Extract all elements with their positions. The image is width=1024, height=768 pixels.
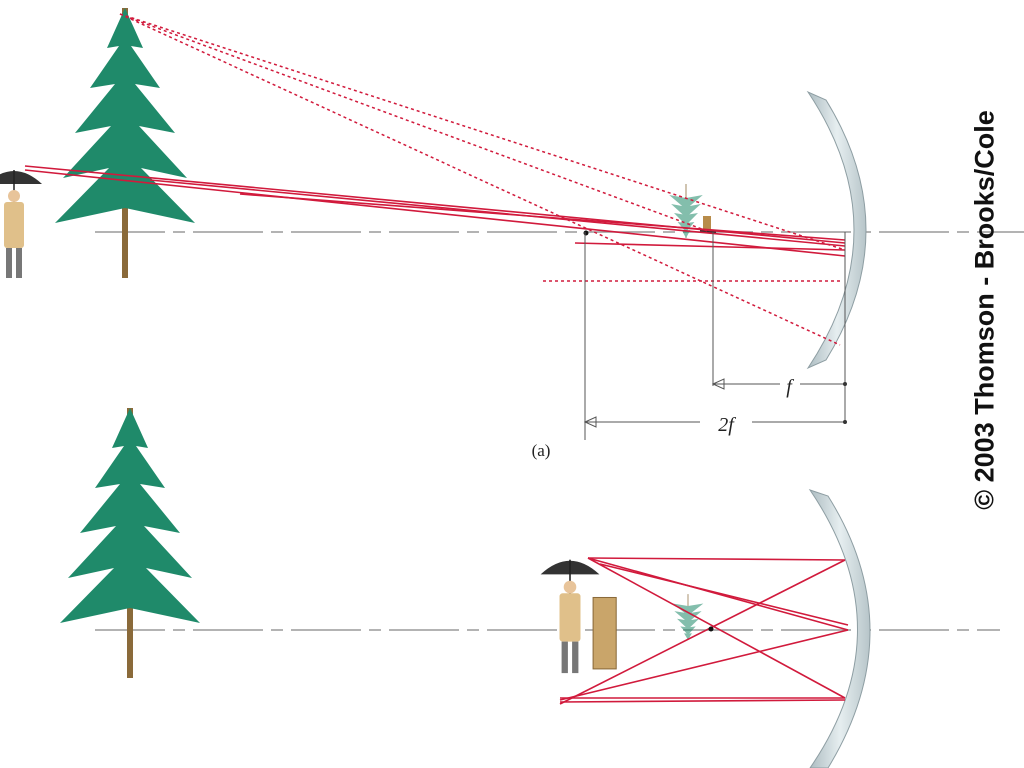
focal-length-dimension: f — [711, 232, 847, 424]
tree-icon — [60, 408, 200, 678]
double-focal-length-dimension: 2f — [583, 232, 847, 440]
double-focal-length-label: 2f — [718, 414, 736, 436]
focal-point — [708, 626, 714, 632]
tree-rays — [119, 13, 846, 346]
person-with-umbrella-icon — [0, 169, 43, 279]
tree-icon — [55, 8, 195, 278]
person-rays — [24, 165, 846, 257]
panel-b-rays — [559, 557, 849, 705]
center-of-curvature-point — [583, 230, 589, 236]
panel-a-label: (a) — [532, 441, 551, 460]
concave-mirror-icon — [808, 489, 871, 768]
small-person-image-icon — [700, 216, 716, 233]
person-with-umbrella-icon — [539, 558, 617, 674]
concave-mirror-icon — [806, 90, 867, 370]
focal-length-label: f — [786, 376, 794, 398]
copyright-notice: © 2003 Thomson - Brooks/Cole — [969, 110, 1000, 510]
